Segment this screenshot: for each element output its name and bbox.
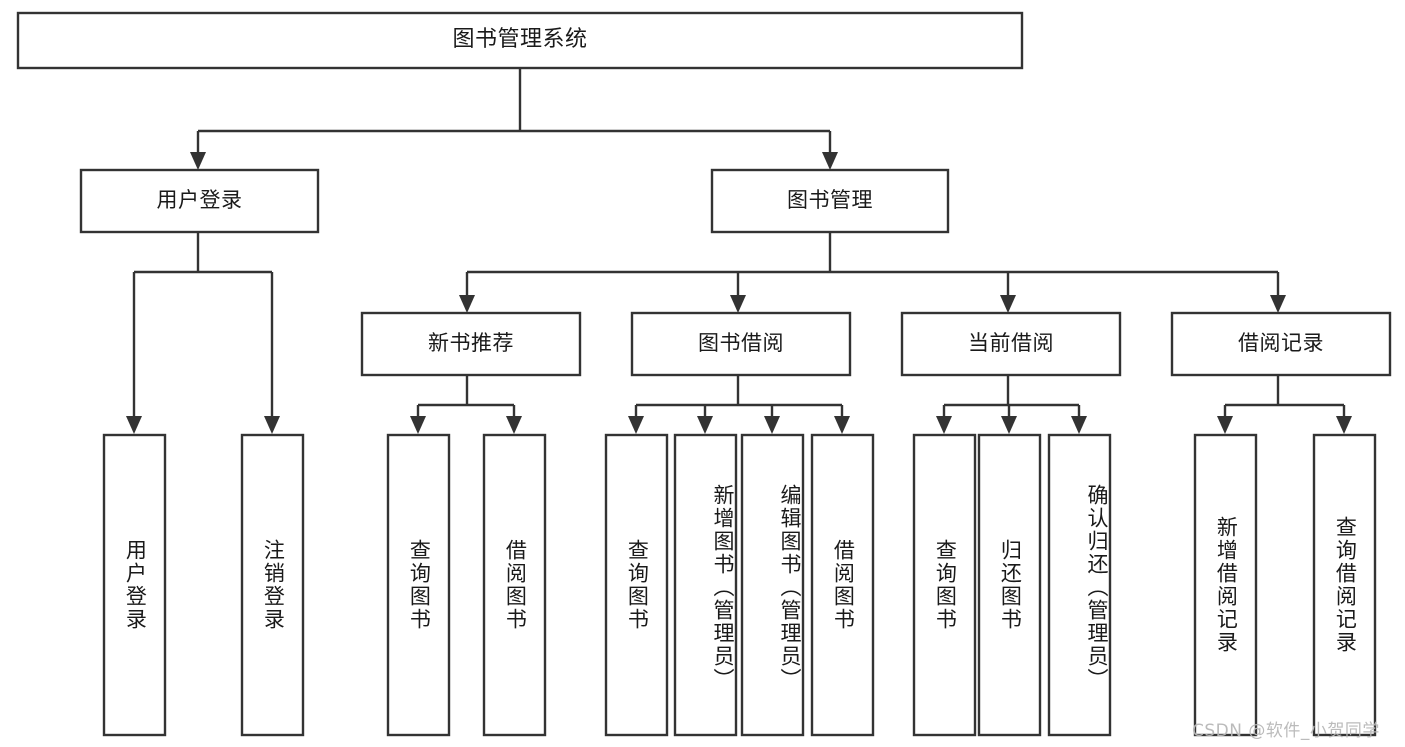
node-book-management[interactable] (710, 168, 950, 234)
leaf-new-book-1[interactable] (386, 433, 451, 737)
arrow-head-borrowrecord (1270, 295, 1286, 313)
arrow-head-user-login (190, 152, 206, 170)
arrow-head-bookborrow-leaf-1 (628, 416, 644, 434)
arrow-head-newbook-leaf-1 (410, 416, 426, 434)
leaf-book-borrow-1[interactable] (604, 433, 669, 737)
node-root[interactable] (16, 11, 1024, 70)
arrow-head-leaf-logout (264, 416, 280, 434)
node-current-borrow[interactable] (900, 311, 1122, 377)
node-book-borrow[interactable] (630, 311, 852, 377)
arrow-head-book-mgmt (822, 152, 838, 170)
leaf-current-borrow-1[interactable] (912, 433, 977, 737)
node-new-book-recommend[interactable] (360, 311, 582, 377)
leaf-book-borrow-3[interactable] (740, 433, 805, 737)
node-user-login[interactable] (79, 168, 320, 234)
leaf-user-login-1[interactable] (102, 433, 167, 737)
arrow-head-bookborrow-leaf-3 (764, 416, 780, 434)
node-borrow-record[interactable] (1170, 311, 1392, 377)
arrow-head-currentborrow-leaf-1 (936, 416, 952, 434)
arrow-head-currentborrow-leaf-3 (1071, 416, 1087, 434)
leaf-current-borrow-2[interactable] (977, 433, 1042, 737)
arrow-head-bookborrow-leaf-2 (697, 416, 713, 434)
arrow-head-currentborrow (1000, 295, 1016, 313)
arrow-head-currentborrow-leaf-2 (1001, 416, 1017, 434)
connector-group (126, 68, 1352, 434)
leaf-book-borrow-2[interactable] (673, 433, 738, 737)
leaf-user-login-2[interactable] (240, 433, 305, 737)
arrow-head-newbook (459, 295, 475, 313)
leaf-book-borrow-4[interactable] (810, 433, 875, 737)
arrow-head-bookborrow-leaf-4 (834, 416, 850, 434)
arrow-head-newbook-leaf-2 (506, 416, 522, 434)
arrow-head-bookborrow (730, 295, 746, 313)
arrow-head-leaf-user-login (126, 416, 142, 434)
leaf-borrow-record-1[interactable] (1193, 433, 1258, 737)
arrow-head-borrowrecord-leaf-2 (1336, 416, 1352, 434)
leaf-current-borrow-3[interactable] (1047, 433, 1112, 737)
node-group (16, 11, 1392, 737)
leaf-borrow-record-2[interactable] (1312, 433, 1377, 737)
leaf-new-book-2[interactable] (482, 433, 547, 737)
arrow-head-borrowrecord-leaf-1 (1217, 416, 1233, 434)
